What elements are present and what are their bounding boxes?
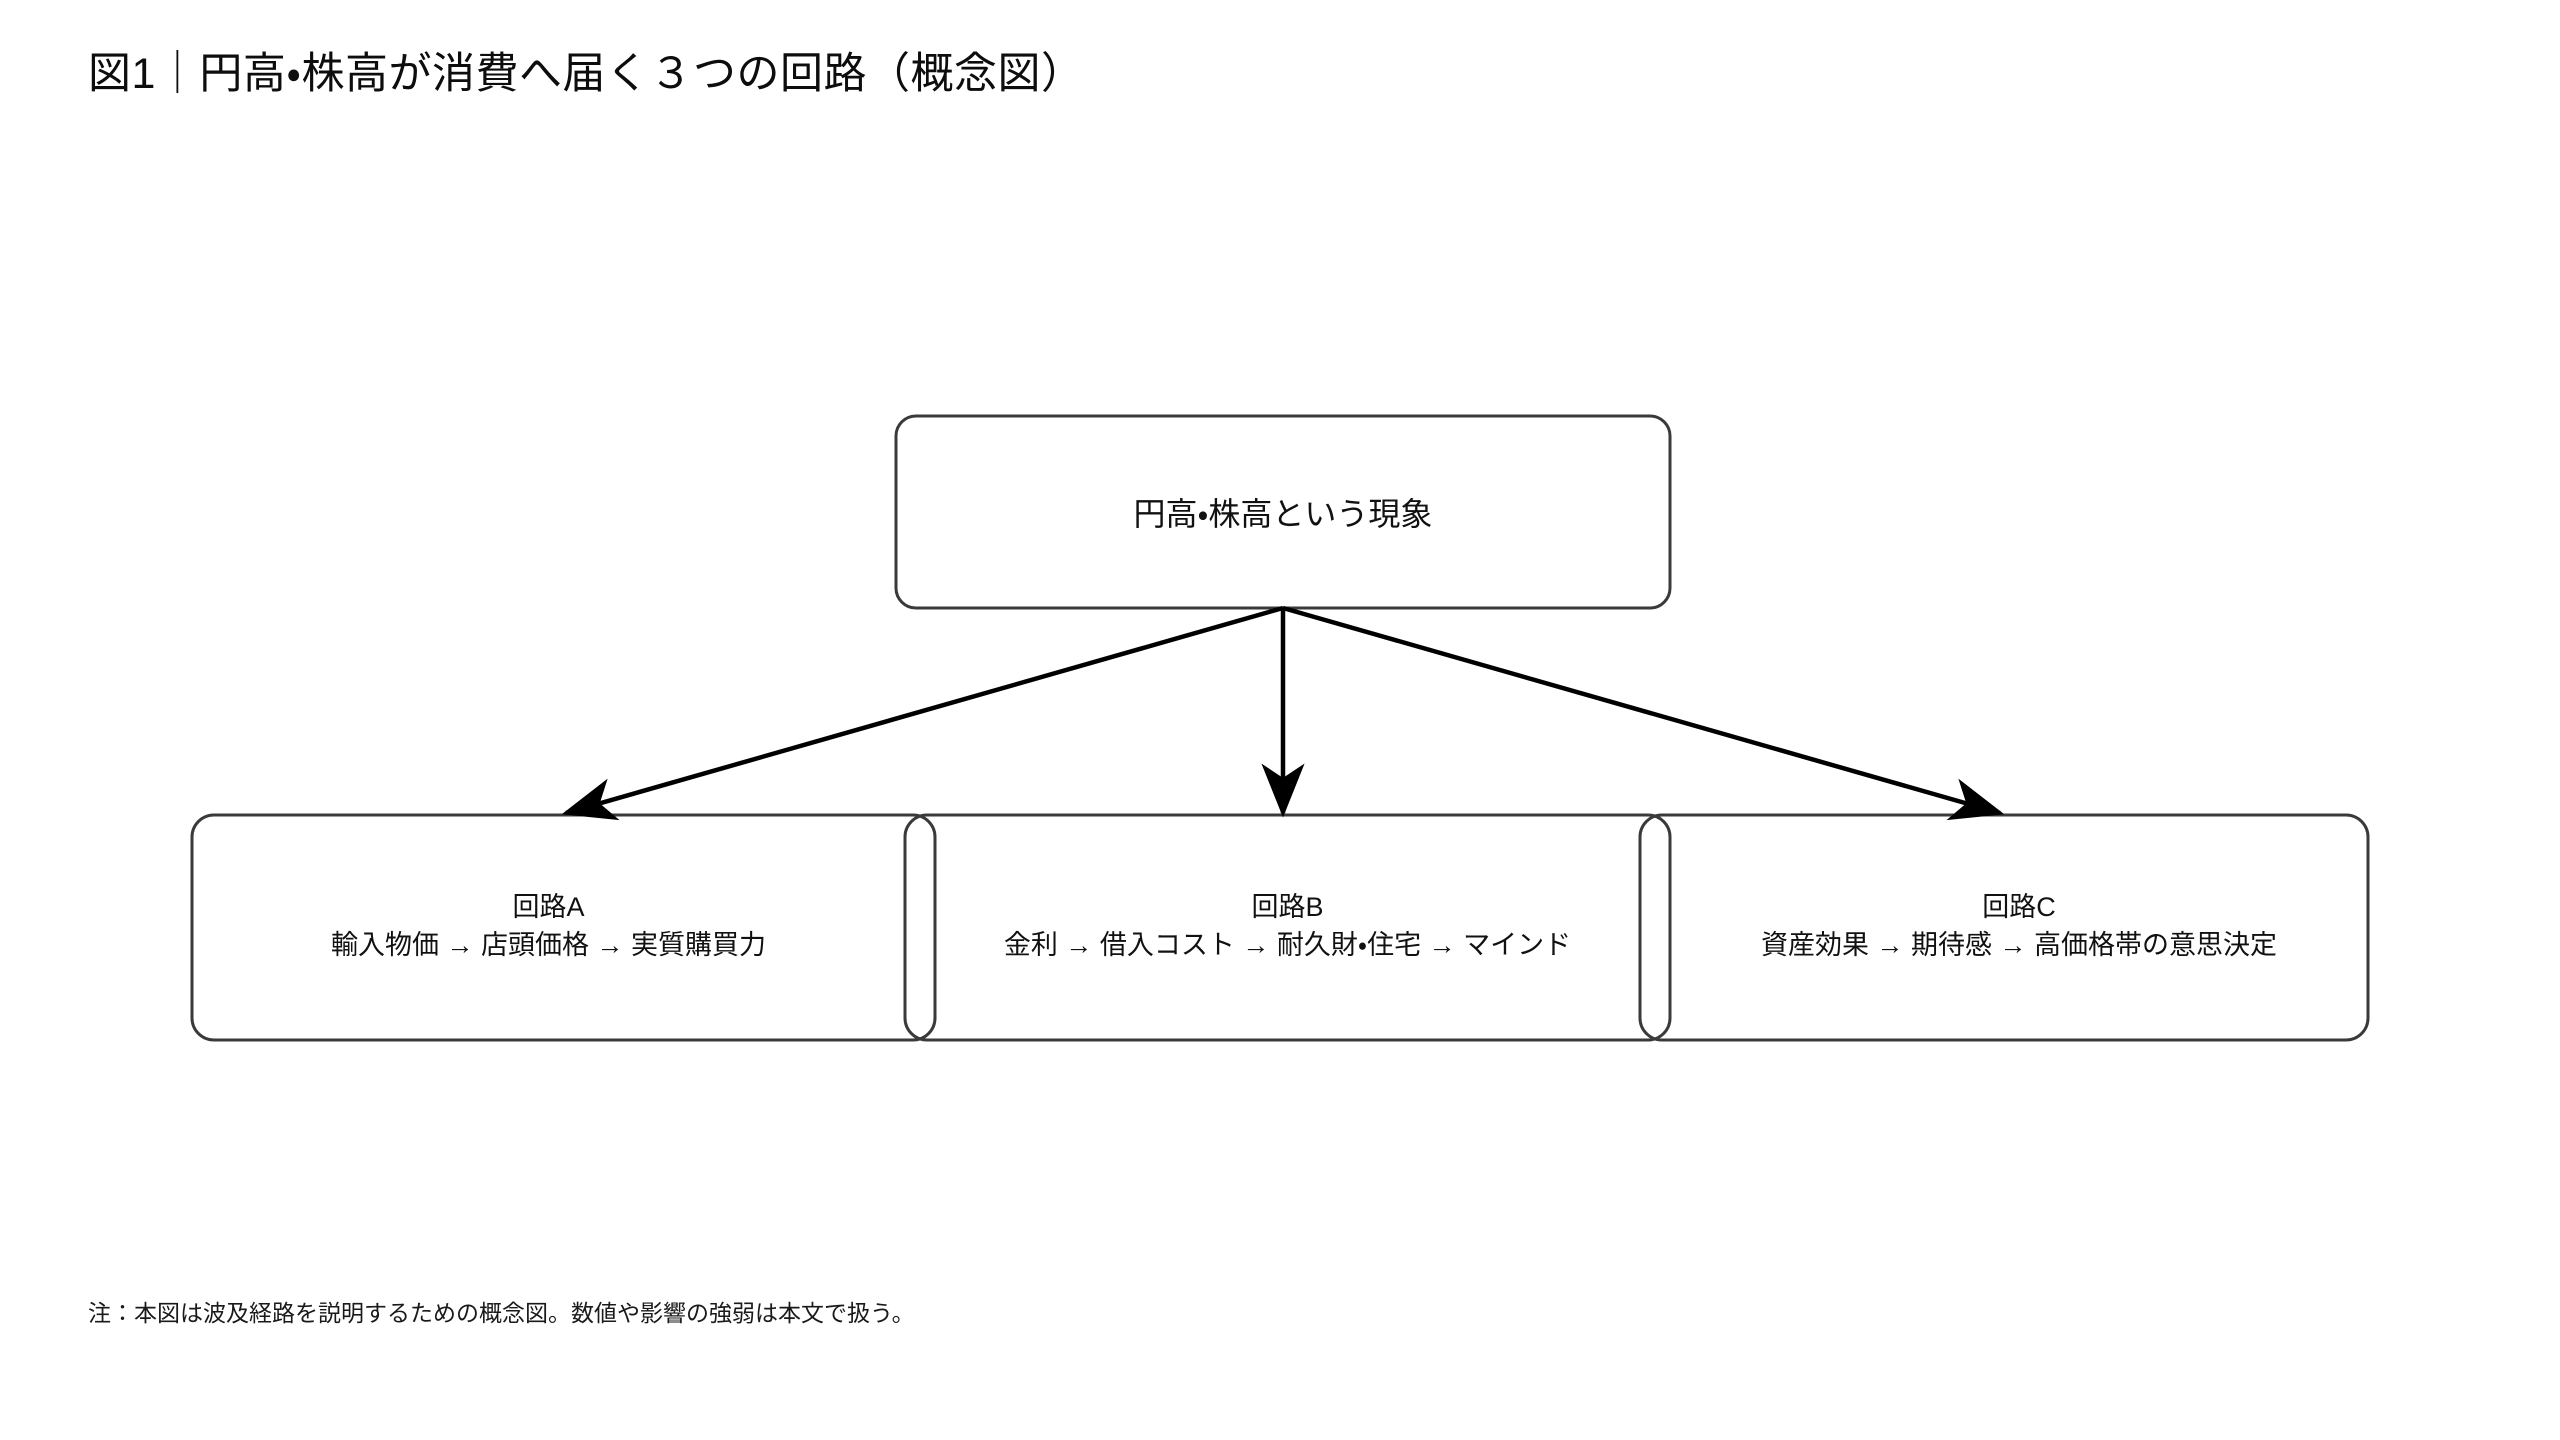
channel-box-a xyxy=(190,813,937,1042)
channel-box-b xyxy=(903,813,1672,1042)
channel-box-c xyxy=(1638,813,2370,1042)
page-title: 図1｜円高・株高が消費へ届く３つの回路（概念図） xyxy=(88,50,1085,98)
source-node-box xyxy=(894,414,1672,610)
arrow-to-channel-a xyxy=(561,605,1284,821)
figure-note: 注：本図は波及経路を説明するための概念図。数値や影響の強弱は本文で扱う。 xyxy=(88,1300,915,1326)
arrow-to-channel-c xyxy=(1282,605,2005,821)
